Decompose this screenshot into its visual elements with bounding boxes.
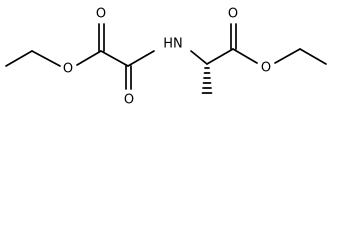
bond-calpha-cester (206, 48, 234, 65)
atom-nh: HN (163, 37, 183, 52)
bond-n-calpha (190, 50, 208, 65)
atom-label-layer: O O O HN O O (63, 7, 271, 108)
bond-ch3-ch2-left (5, 50, 33, 67)
bond-o-c-ester-left (76, 50, 102, 66)
atom-o-amide: O (124, 93, 134, 108)
bond-layer (5, 23, 327, 90)
bond-c-c-oxalyl (100, 50, 129, 67)
atom-o-carbonyl-right: O (228, 7, 238, 22)
molecule-diagram: O O O HN O O (5, 7, 327, 108)
bond-ch2-ch3-right (299, 48, 327, 65)
atom-o-ester-right: O (261, 61, 271, 76)
atom-o-ester-left: O (63, 62, 73, 77)
bond-c-n (127, 50, 155, 67)
bond-ch2-o-left (31, 50, 61, 67)
bond-cester-o-right (232, 48, 258, 64)
hashed-wedge-bond (201, 67, 213, 94)
atom-o-carbonyl-left: O (96, 7, 106, 22)
bond-o-ch2-right (274, 48, 301, 64)
